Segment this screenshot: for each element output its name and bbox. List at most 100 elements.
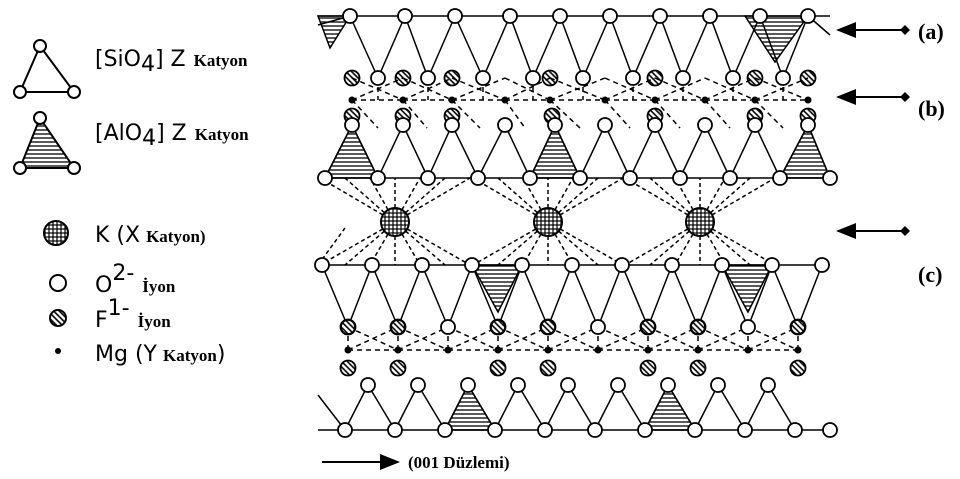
octahedral-bond bbox=[747, 326, 799, 351]
bond-line bbox=[402, 124, 429, 179]
bond-line bbox=[659, 15, 684, 79]
octahedral-bond bbox=[654, 77, 706, 101]
oxygen-ion bbox=[764, 257, 780, 273]
cross-hatched-circle-icon bbox=[43, 220, 69, 246]
hatched-triangle-icon bbox=[13, 111, 81, 175]
bond-line bbox=[417, 384, 446, 431]
fluoride-ion bbox=[394, 69, 412, 87]
oxygen-ion bbox=[487, 422, 503, 438]
bond-line bbox=[721, 264, 749, 328]
bond-line bbox=[744, 384, 769, 431]
octahedral-bond bbox=[604, 77, 656, 101]
bond-line bbox=[582, 15, 611, 79]
oxygen-ion bbox=[420, 70, 436, 86]
bond-line bbox=[349, 15, 379, 79]
bond-line bbox=[694, 384, 719, 431]
fluoride-ion bbox=[639, 359, 657, 377]
bond-line bbox=[729, 124, 756, 179]
bond-line bbox=[782, 15, 809, 79]
oxygen-ion bbox=[822, 422, 838, 438]
oxygen-ion bbox=[572, 170, 588, 186]
bond-line bbox=[371, 264, 399, 328]
oxygen-ion bbox=[317, 170, 333, 186]
octahedral-bond bbox=[397, 326, 449, 351]
oxygen-ion bbox=[775, 70, 791, 86]
fluoride-ion bbox=[689, 318, 707, 336]
oxygen-ion bbox=[575, 70, 591, 86]
oxygen-ion bbox=[610, 377, 626, 393]
bond-line bbox=[394, 384, 419, 431]
oxygen-ion bbox=[364, 257, 380, 273]
oxygen-ion bbox=[525, 70, 541, 86]
oxygen-ion bbox=[420, 170, 436, 186]
bond-line bbox=[421, 264, 449, 328]
oxygen-ion bbox=[814, 257, 830, 273]
oxygen-ion bbox=[370, 170, 386, 186]
oxygen-ion bbox=[590, 319, 606, 335]
octahedral-bond bbox=[402, 99, 428, 129]
bond-line bbox=[571, 264, 599, 328]
bond-line bbox=[621, 264, 649, 328]
octahedral-bond bbox=[604, 99, 631, 129]
bond-line bbox=[679, 124, 706, 179]
fluoride-ion bbox=[646, 69, 664, 87]
oxygen-ion bbox=[772, 170, 788, 186]
oxygen-ion bbox=[552, 8, 568, 24]
oxygen-ion bbox=[437, 422, 453, 438]
bond-line bbox=[597, 264, 623, 328]
bond-line bbox=[547, 264, 573, 328]
bond-line bbox=[554, 124, 581, 179]
octahedral-bond bbox=[351, 99, 379, 129]
octahedral-bond bbox=[549, 99, 581, 129]
bond-line bbox=[704, 124, 731, 179]
octahedral-bond bbox=[754, 99, 784, 129]
oxygen-ion bbox=[510, 377, 526, 393]
bond-line bbox=[529, 124, 556, 179]
oxygen-ion bbox=[822, 170, 838, 186]
fluoride-ion bbox=[639, 318, 657, 336]
octahedral-bond bbox=[704, 99, 731, 129]
alo4-tetrahedron bbox=[470, 264, 524, 314]
oxygen-ion bbox=[337, 422, 353, 438]
oxygen-ion bbox=[722, 170, 738, 186]
bond-line bbox=[504, 124, 531, 179]
oxygen-ion bbox=[440, 319, 456, 335]
bond-line bbox=[767, 384, 796, 431]
oxygen-ion bbox=[360, 377, 376, 393]
bond-line bbox=[617, 384, 646, 431]
alo4-tetrahedron bbox=[528, 123, 582, 179]
oxygen-ion bbox=[725, 70, 741, 86]
oxygen-ion bbox=[740, 319, 756, 335]
plane-direction-label: (001 Düzlemi) bbox=[408, 453, 510, 472]
bond-line bbox=[647, 264, 673, 328]
fluoride-ion bbox=[389, 359, 407, 377]
oxygen-ion bbox=[787, 422, 803, 438]
bond-line bbox=[532, 15, 561, 79]
alo4-tetrahedron bbox=[323, 123, 380, 179]
oxygen-ion bbox=[560, 377, 576, 393]
bond-line bbox=[497, 264, 523, 328]
oxygen-ion bbox=[747, 117, 763, 133]
octahedral-bond bbox=[704, 77, 756, 101]
bond-line bbox=[477, 124, 506, 179]
legend-f-label: F1-İyon bbox=[95, 296, 171, 333]
bond-line bbox=[779, 124, 809, 179]
oxygen-ion bbox=[664, 257, 680, 273]
octahedral-bond bbox=[347, 326, 399, 351]
oxygen-ion bbox=[502, 8, 518, 24]
bond-line bbox=[324, 124, 353, 179]
fluoride-ion bbox=[443, 69, 461, 87]
legend-o-label: O2-İyon bbox=[95, 261, 176, 298]
dot-icon bbox=[55, 348, 61, 354]
bond-line bbox=[494, 384, 519, 431]
layer-markers: (a) (b) (c) bbox=[836, 19, 945, 287]
oxygen-ion bbox=[602, 8, 618, 24]
k-cation bbox=[533, 207, 563, 237]
bond-line bbox=[447, 264, 473, 328]
octahedral-bond bbox=[697, 326, 749, 351]
oxygen-ion bbox=[314, 257, 330, 273]
